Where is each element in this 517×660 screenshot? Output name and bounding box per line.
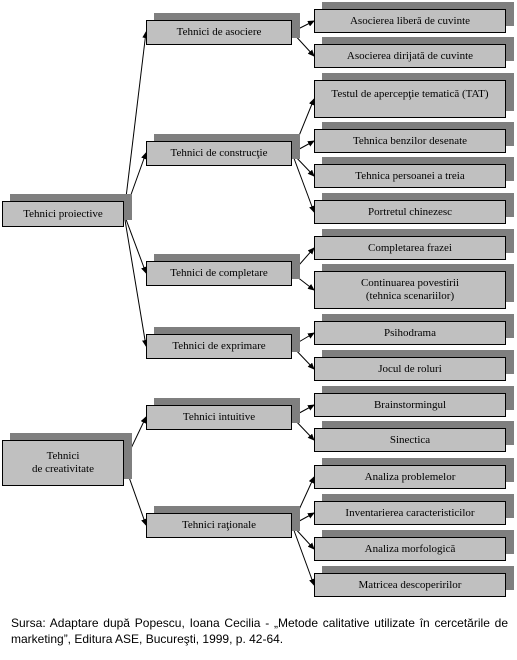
- subgroup-box-constructie: Tehnici de construcţie: [146, 141, 292, 166]
- subgroup-box-intuitive: Tehnici intuitive: [146, 405, 292, 430]
- subgroup-box-completare: Tehnici de completare: [146, 261, 292, 286]
- subgroup-box-rationale: Tehnici raţionale: [146, 513, 292, 538]
- connector-arrow: [291, 152, 315, 213]
- item-box: Brainstormingul: [314, 393, 506, 417]
- connector-arrow: [123, 213, 147, 274]
- item-box: Analiza morfologică: [314, 537, 506, 561]
- item-box: Completarea frazei: [314, 236, 506, 260]
- connector-arrow: [123, 31, 149, 215]
- item-box: Tehnica benzilor desenate: [314, 129, 506, 153]
- source-note: Sursa: Adaptare după Popescu, Ioana Ceci…: [11, 616, 508, 646]
- root-box-tehnici-de-creativitate: Tehnici de creativitate: [2, 440, 124, 486]
- item-box: Testul de apercepţie tematică (TAT): [314, 80, 506, 118]
- item-box: Continuarea povestirii (tehnica scenarii…: [314, 271, 506, 309]
- connector-arrow: [291, 524, 315, 586]
- root-box-tehnici-proiective: Tehnici proiective: [2, 201, 124, 227]
- item-box: Inventarierea caracteristicilor: [314, 501, 506, 525]
- subgroup-box-exprimare: Tehnici de exprimare: [146, 334, 292, 359]
- connector-arrow: [123, 213, 148, 347]
- item-box: Tehnica persoanei a treia: [314, 164, 506, 188]
- item-box: Portretul chinezesc: [314, 200, 506, 224]
- item-box: Asocierea liberă de cuvinte: [314, 9, 506, 33]
- item-box: Analiza problemelor: [314, 465, 506, 489]
- item-box: Jocul de roluri: [314, 357, 506, 381]
- item-box: Asocierea dirijată de cuvinte: [314, 44, 506, 68]
- item-box: Matricea descoperirilor: [314, 573, 506, 597]
- subgroup-box-asociere: Tehnici de asociere: [146, 20, 292, 45]
- item-box: Sinectica: [314, 428, 506, 452]
- item-box: Psihodrama: [314, 321, 506, 345]
